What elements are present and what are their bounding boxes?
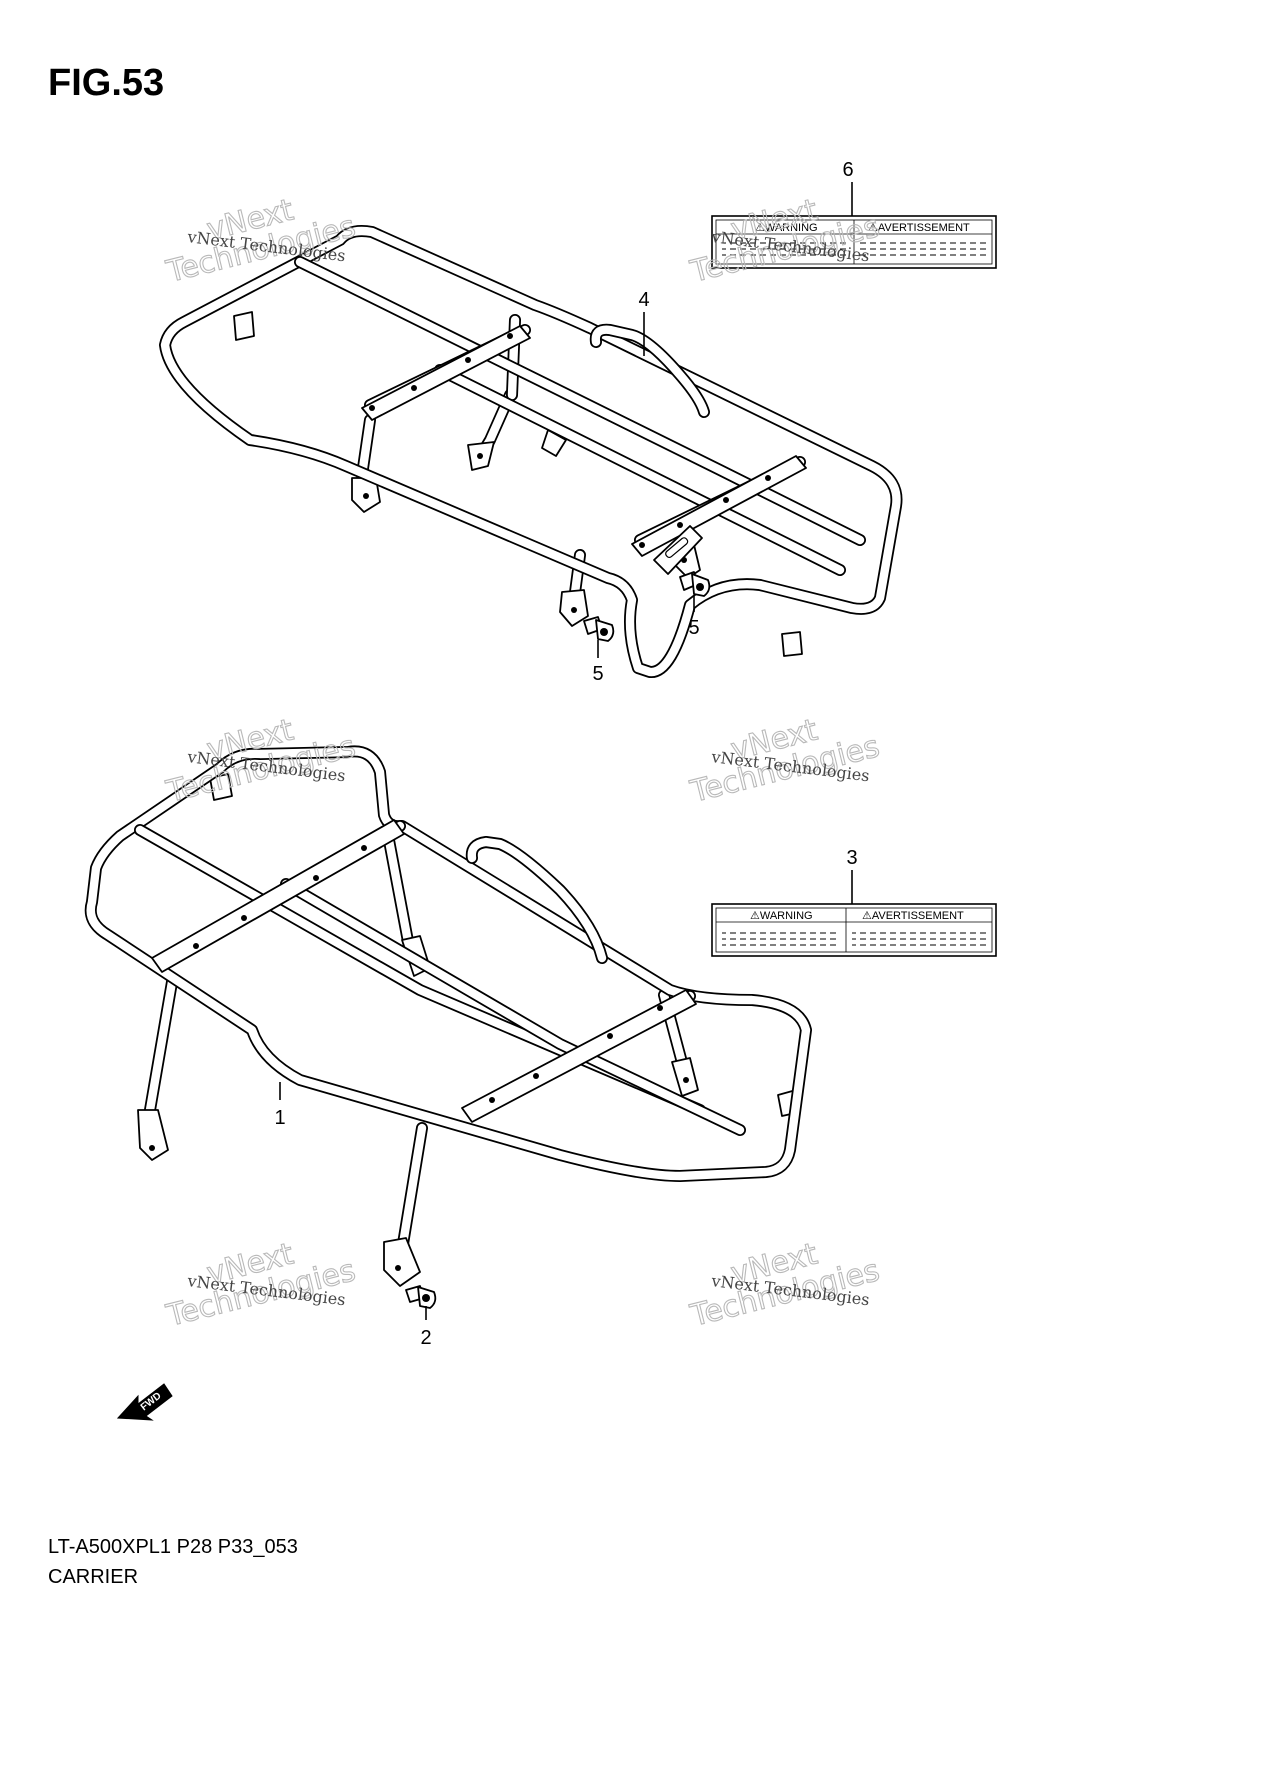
warning-label-3-right-text: ⚠AVERTISSEMENT [862, 910, 964, 922]
part-name: CARRIER [48, 1566, 139, 1588]
bolt-part-2 [405, 1285, 437, 1309]
svg-text:3: 3 [846, 847, 857, 869]
callout-2: 2 [420, 1306, 432, 1349]
svg-text:4: 4 [638, 289, 649, 311]
watermark-4: vNext Technologies vNext Technologies [686, 712, 884, 811]
callout-6: 6 [842, 159, 854, 216]
callout-3: 3 [846, 847, 858, 904]
callout-1: 1 [274, 1082, 286, 1129]
rear-carrier [84, 745, 812, 1287]
model-code: LT-A500XPL1 P28 P33_053 [48, 1536, 298, 1558]
svg-text:5: 5 [592, 663, 603, 685]
svg-text:5: 5 [688, 617, 699, 639]
svg-text:6: 6 [842, 159, 853, 181]
svg-text:1: 1 [274, 1107, 285, 1129]
bolt-part-5-a [679, 571, 711, 597]
front-carrier [159, 225, 903, 678]
front-carrier-outer-rail [159, 225, 903, 678]
bolt-part-5-b [583, 616, 615, 642]
watermark-5: vNext Technologies vNext Technologies [162, 1236, 360, 1335]
figure-title: FIG.53 [48, 62, 165, 104]
watermark-3: vNext Technologies vNext Technologies [162, 712, 360, 811]
warning-label-3-left-text: ⚠WARNING [750, 910, 813, 922]
warning-label-6-right-text: ⚠AVERTISSEMENT [868, 222, 970, 234]
callout-5-left: 5 [592, 640, 604, 685]
callout-4: 4 [638, 289, 650, 356]
watermark-6: vNext Technologies vNext Technologies [686, 1236, 884, 1335]
callout-5-right: 5 [688, 596, 700, 639]
fwd-arrow-icon: FWD [116, 1383, 173, 1421]
svg-text:2: 2 [420, 1327, 431, 1349]
warning-label-part-3: ⚠WARNING ⚠AVERTISSEMENT [711, 903, 997, 957]
watermark-2: vNext Technologies vNext Technologies [686, 192, 884, 291]
warning-label-part-6: ⚠WARNING ⚠AVERTISSEMENT [711, 215, 997, 269]
warning-label-6-left-text: ⚠WARNING [755, 222, 818, 234]
